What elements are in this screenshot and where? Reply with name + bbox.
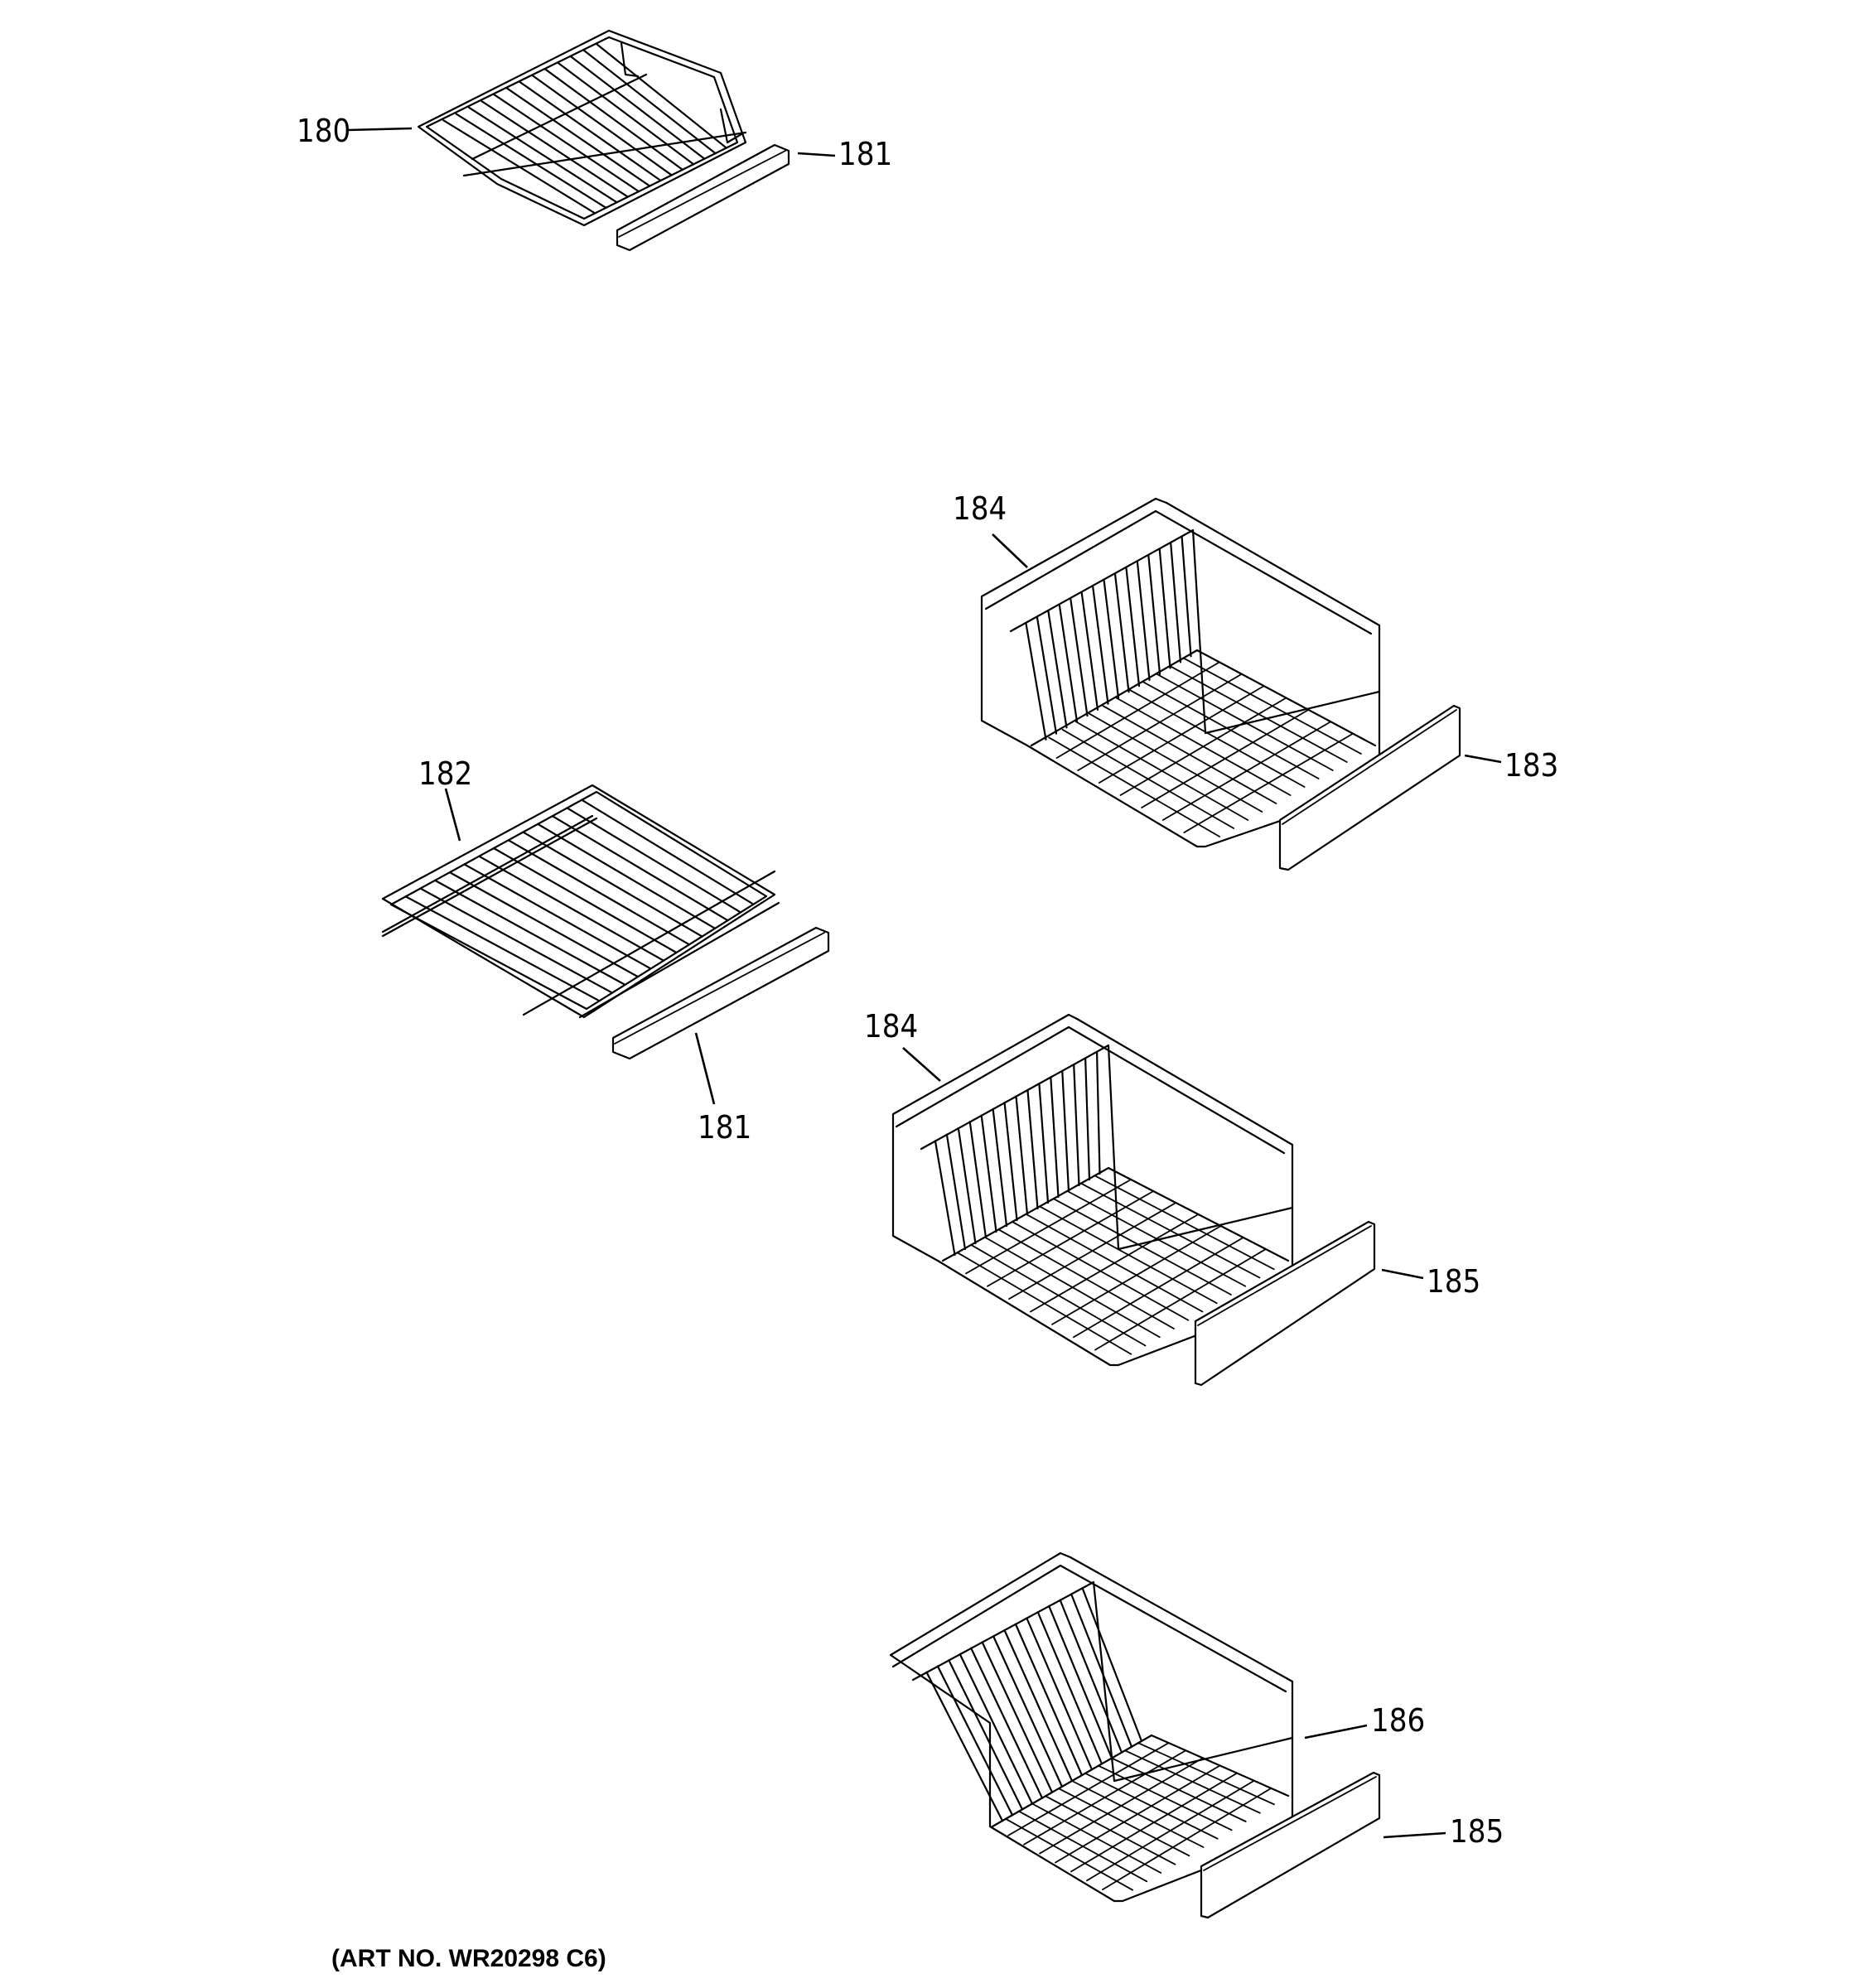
- callout-label: 185: [1450, 1813, 1504, 1850]
- callout-label: 184: [864, 1008, 918, 1045]
- shelf-182: [381, 784, 780, 1019]
- basket-184-upper: [980, 497, 1381, 848]
- callout-181-lower: 181: [694, 1032, 751, 1146]
- callout-180: 180: [297, 113, 413, 149]
- basket-184-lower: [891, 1013, 1294, 1367]
- callout-185-lower: 185: [1383, 1813, 1504, 1850]
- callout-183: 183: [1464, 747, 1558, 784]
- callout-label: 181: [698, 1109, 751, 1146]
- basket-186: [889, 1551, 1294, 1903]
- trim-181-upper: [616, 143, 790, 252]
- callout-184-upper: 184: [953, 490, 1028, 568]
- callout-label: 181: [838, 136, 892, 172]
- callout-181-upper: 181: [797, 136, 892, 172]
- callout-label: 184: [953, 490, 1007, 527]
- callout-label: 182: [418, 755, 472, 792]
- callout-182: 182: [418, 755, 472, 842]
- basket-front-183: [1278, 704, 1461, 871]
- callout-185-upper: 185: [1381, 1263, 1480, 1300]
- trim-181-lower: [611, 926, 830, 1060]
- callout-label: 185: [1427, 1263, 1480, 1300]
- callout-label: 180: [297, 113, 350, 149]
- callout-label: 183: [1504, 747, 1558, 784]
- art-number: (ART NO. WR20298 C6): [331, 1945, 606, 1972]
- callout-184-lower: 184: [864, 1008, 941, 1082]
- callout-label: 186: [1371, 1702, 1425, 1739]
- callout-186: 186: [1304, 1702, 1425, 1740]
- basket-front-185-upper: [1194, 1220, 1376, 1387]
- shelf-180: [417, 29, 747, 227]
- basket-front-185-lower: [1200, 1771, 1381, 1919]
